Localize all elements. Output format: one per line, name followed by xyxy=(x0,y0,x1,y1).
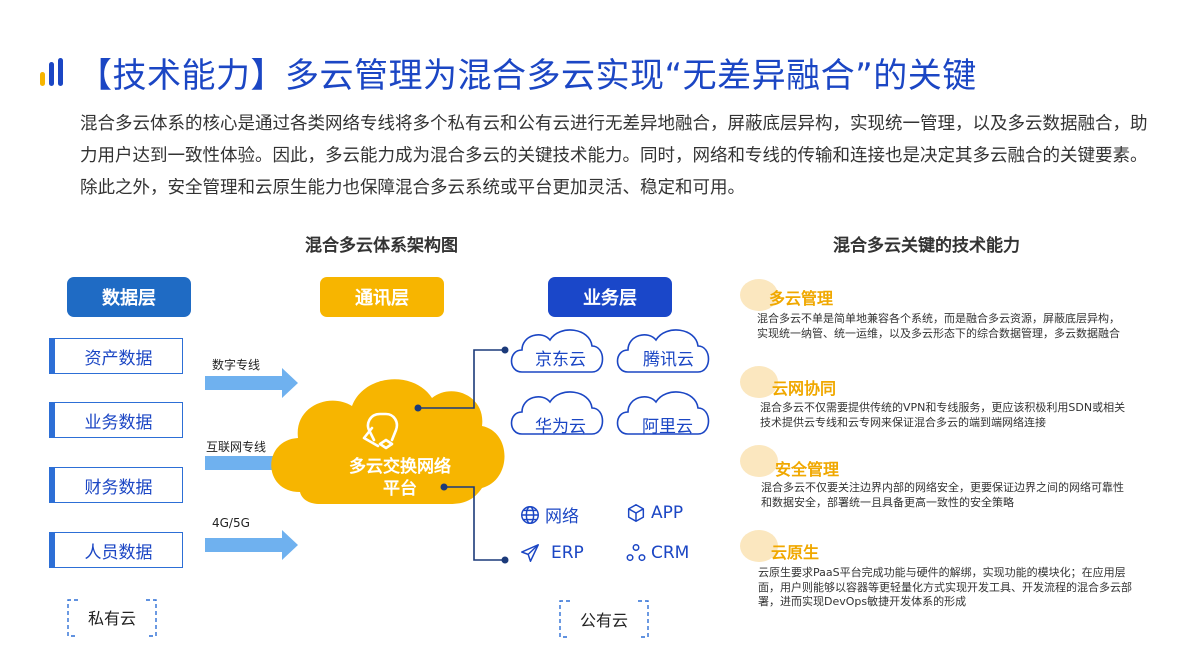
service-network: 网络 xyxy=(519,502,579,527)
hub-label: 多云交换网络 平台 xyxy=(300,456,500,500)
cap-bullet-1 xyxy=(740,279,778,311)
service-app: APP xyxy=(625,502,683,524)
diagram-title: 混合多云体系架构图 xyxy=(305,236,458,256)
arrow-internet-line xyxy=(205,448,298,478)
cap-title-multicloud: 多云管理 xyxy=(769,289,834,308)
cloud-label-tencent: 腾讯云 xyxy=(643,350,694,370)
public-cloud-label: 公有云 xyxy=(579,611,628,630)
hub-label-line1: 多云交换网络 xyxy=(349,457,451,477)
cap-title-cloudnative: 云原生 xyxy=(771,543,820,562)
service-label-crm: CRM xyxy=(651,543,690,563)
paper-plane-icon xyxy=(521,544,539,562)
cap-title-security: 安全管理 xyxy=(775,460,840,479)
data-box-assets: 资产数据 xyxy=(49,338,183,374)
page-title: 【技术能力】多云管理为混合多云实现“无差异融合”的关键 xyxy=(78,56,977,96)
service-label-erp: ERP xyxy=(551,543,584,563)
service-label-app: APP xyxy=(651,503,684,523)
cube-icon xyxy=(627,504,645,522)
cap-bullet-4 xyxy=(740,530,778,562)
cloud-outlines xyxy=(510,329,710,435)
intro-paragraph: 混合多云体系的核心是通过各类网络专线将多个私有云和公有云进行无差异地融合，屏蔽底… xyxy=(80,114,1148,198)
cap-desc-cloudnet: 混合多云不仅需要提供传统的VPN和专线服务，更应该积极利用SDN或相关技术提供云… xyxy=(760,401,1126,429)
hub-label-line2: 平台 xyxy=(383,479,417,499)
cloud-logo-icon xyxy=(362,412,399,450)
service-label-network: 网络 xyxy=(545,507,579,527)
bracket-private-cloud xyxy=(67,599,157,637)
data-box-personnel: 人员数据 xyxy=(49,532,183,568)
title-accent-bars xyxy=(40,58,70,86)
bracket-public-cloud xyxy=(559,600,649,638)
capabilities-title: 混合多云关键的技术能力 xyxy=(833,236,1020,256)
service-erp: ERP xyxy=(519,542,584,564)
biz-layer-label: 业务层 xyxy=(548,277,672,317)
cloud-alibaba xyxy=(616,391,710,435)
cap-title-cloudnet: 云网协同 xyxy=(772,379,837,398)
connector-lines xyxy=(418,349,505,561)
data-box-finance: 财务数据 xyxy=(49,467,183,503)
cloud-label-huawei: 华为云 xyxy=(535,417,586,437)
cap-bullet-2 xyxy=(740,366,778,398)
arrow-digital-line xyxy=(205,368,298,398)
link-label-internet-line: 互联网专线 xyxy=(206,440,267,454)
comm-layer-label: 通讯层 xyxy=(320,277,444,317)
link-label-4g5g: 4G/5G xyxy=(212,516,250,530)
service-crm: CRM xyxy=(625,542,689,564)
link-label-digital-line: 数字专线 xyxy=(212,358,261,372)
cloud-label-jd: 京东云 xyxy=(535,350,586,370)
users-icon xyxy=(626,544,646,562)
private-cloud-label: 私有云 xyxy=(87,609,136,628)
cap-desc-multicloud: 混合多云不单是简单地兼容各个系统，而是融合多云资源，屏蔽底层异构，实现统一纳管、… xyxy=(757,312,1120,340)
cloud-huawei xyxy=(510,391,604,435)
link-arrows xyxy=(205,368,298,560)
data-box-business: 业务数据 xyxy=(49,402,183,438)
cloud-tencent xyxy=(616,329,710,373)
cap-desc-security: 混合多云不仅要关注边界内部的网络安全，更要保证边界之间的网络可靠性和数据安全，部… xyxy=(761,481,1124,509)
cloud-jd xyxy=(510,329,604,373)
cap-bullet-3 xyxy=(740,445,778,477)
cloud-label-alibaba: 阿里云 xyxy=(642,417,693,437)
data-layer-label: 数据层 xyxy=(67,277,191,317)
cap-desc-cloudnative: 云原生要求PaaS平台完成功能与硬件的解绑，实现功能的模块化；在应用层面，用户则… xyxy=(758,566,1132,608)
arrow-4g5g xyxy=(205,530,298,560)
globe-icon xyxy=(521,505,539,524)
